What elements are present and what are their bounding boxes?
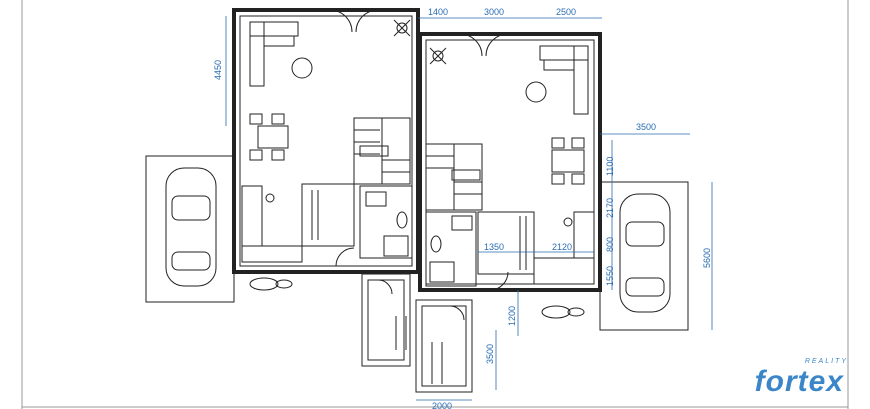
dim-text: 1200: [507, 306, 517, 326]
left-motorbike-icon: [249, 277, 279, 291]
right-motorbike-seat: [567, 307, 585, 317]
left-parking-area: [145, 155, 235, 303]
dim-text: 800: [605, 237, 615, 252]
dim-text: 2500: [556, 7, 576, 17]
left-coffee-table: [291, 57, 313, 79]
left-toilet: [396, 211, 408, 229]
left-chair: [249, 113, 263, 125]
right-dining-table: [551, 149, 585, 173]
left-kitchen-counter: [241, 185, 263, 247]
shed-door-swing: [449, 305, 465, 321]
left-bike-shed: [361, 273, 411, 367]
right-coffee-table: [525, 81, 547, 103]
dim-text: 1400: [428, 7, 448, 17]
left-motorbike-seat: [275, 279, 293, 289]
left-dining-table: [257, 125, 289, 149]
dim-text: 2170: [605, 198, 615, 218]
right-entry-door-swing: [489, 271, 509, 291]
dim-text: 3000: [484, 7, 504, 17]
dim-text: 4450: [213, 60, 223, 80]
left-chair: [271, 149, 285, 161]
left-sofa-back: [249, 21, 299, 37]
dim-text: 1350: [484, 242, 504, 252]
left-chair: [249, 149, 263, 161]
right-chair: [551, 137, 565, 149]
right-sofa-side: [573, 45, 589, 115]
right-chair: [571, 173, 585, 185]
right-kitchen-counter: [533, 257, 595, 285]
right-sofa-back: [539, 45, 589, 61]
right-washbasin: [451, 215, 473, 231]
left-storage-room: [301, 183, 355, 247]
right-motorbike-icon: [541, 305, 571, 319]
left-kitchen-counter-bottom: [241, 245, 303, 263]
right-car-rear-window: [625, 277, 665, 297]
left-washbasin: [365, 191, 387, 207]
bike-sheds: [361, 273, 473, 393]
right-plant: [432, 50, 444, 62]
left-sofa-seat: [263, 35, 295, 47]
left-door-swing-1: [329, 9, 353, 33]
right-door-swing-2: [485, 33, 509, 57]
right-hob: [563, 217, 573, 227]
right-shower: [429, 261, 455, 283]
stair-landing: [451, 169, 481, 181]
right-plant-leaf: [429, 47, 447, 65]
right-chair: [551, 173, 565, 185]
dim-text: 2000: [432, 401, 452, 409]
stair-landing: [359, 145, 389, 157]
right-kitchen-counter-side: [573, 211, 595, 259]
left-house: [232, 8, 420, 274]
left-bike-shed-inner: [367, 279, 405, 361]
left-car-windshield: [171, 195, 211, 221]
dim-text: 5600: [702, 248, 712, 268]
left-shower: [383, 235, 409, 257]
shed-door-swing: [377, 279, 393, 295]
right-bathroom: [425, 211, 477, 287]
right-storage-room: [477, 211, 535, 275]
right-chair: [571, 137, 585, 149]
dim-text: 1100: [605, 157, 615, 176]
right-house: [418, 32, 602, 292]
dim-text: 3500: [485, 344, 495, 364]
right-door-swing-1: [459, 33, 483, 57]
right-bike-shed-inner: [421, 305, 467, 387]
left-entry-door-swing: [335, 247, 355, 267]
left-sofa-side: [249, 21, 265, 87]
dim-text: 1550: [605, 266, 615, 286]
dim-text: 2120: [552, 242, 572, 252]
right-carport: [541, 181, 689, 331]
left-car-icon: [165, 167, 217, 287]
left-hob: [265, 193, 275, 203]
left-house-inner-wall: [239, 15, 413, 267]
left-chair: [271, 113, 285, 125]
right-car-windshield: [625, 221, 665, 247]
dim-text: 3500: [636, 122, 656, 132]
right-house-outer-wall: [418, 32, 602, 292]
right-parking-area: [599, 181, 689, 331]
right-car-icon: [619, 193, 671, 313]
fortex-logo: fortex: [754, 365, 844, 398]
left-plant: [396, 22, 408, 34]
dimension-lines: [225, 16, 713, 401]
left-bathroom: [359, 185, 413, 259]
right-sofa-seat: [543, 59, 575, 71]
left-door-swing-2: [355, 9, 379, 33]
right-toilet: [430, 235, 442, 253]
right-bike-shed: [415, 299, 473, 393]
left-car-rear-window: [171, 251, 211, 271]
logo-tagline: REALITY: [804, 358, 848, 365]
left-plant-leaf: [393, 19, 411, 37]
left-carport: [145, 155, 293, 303]
